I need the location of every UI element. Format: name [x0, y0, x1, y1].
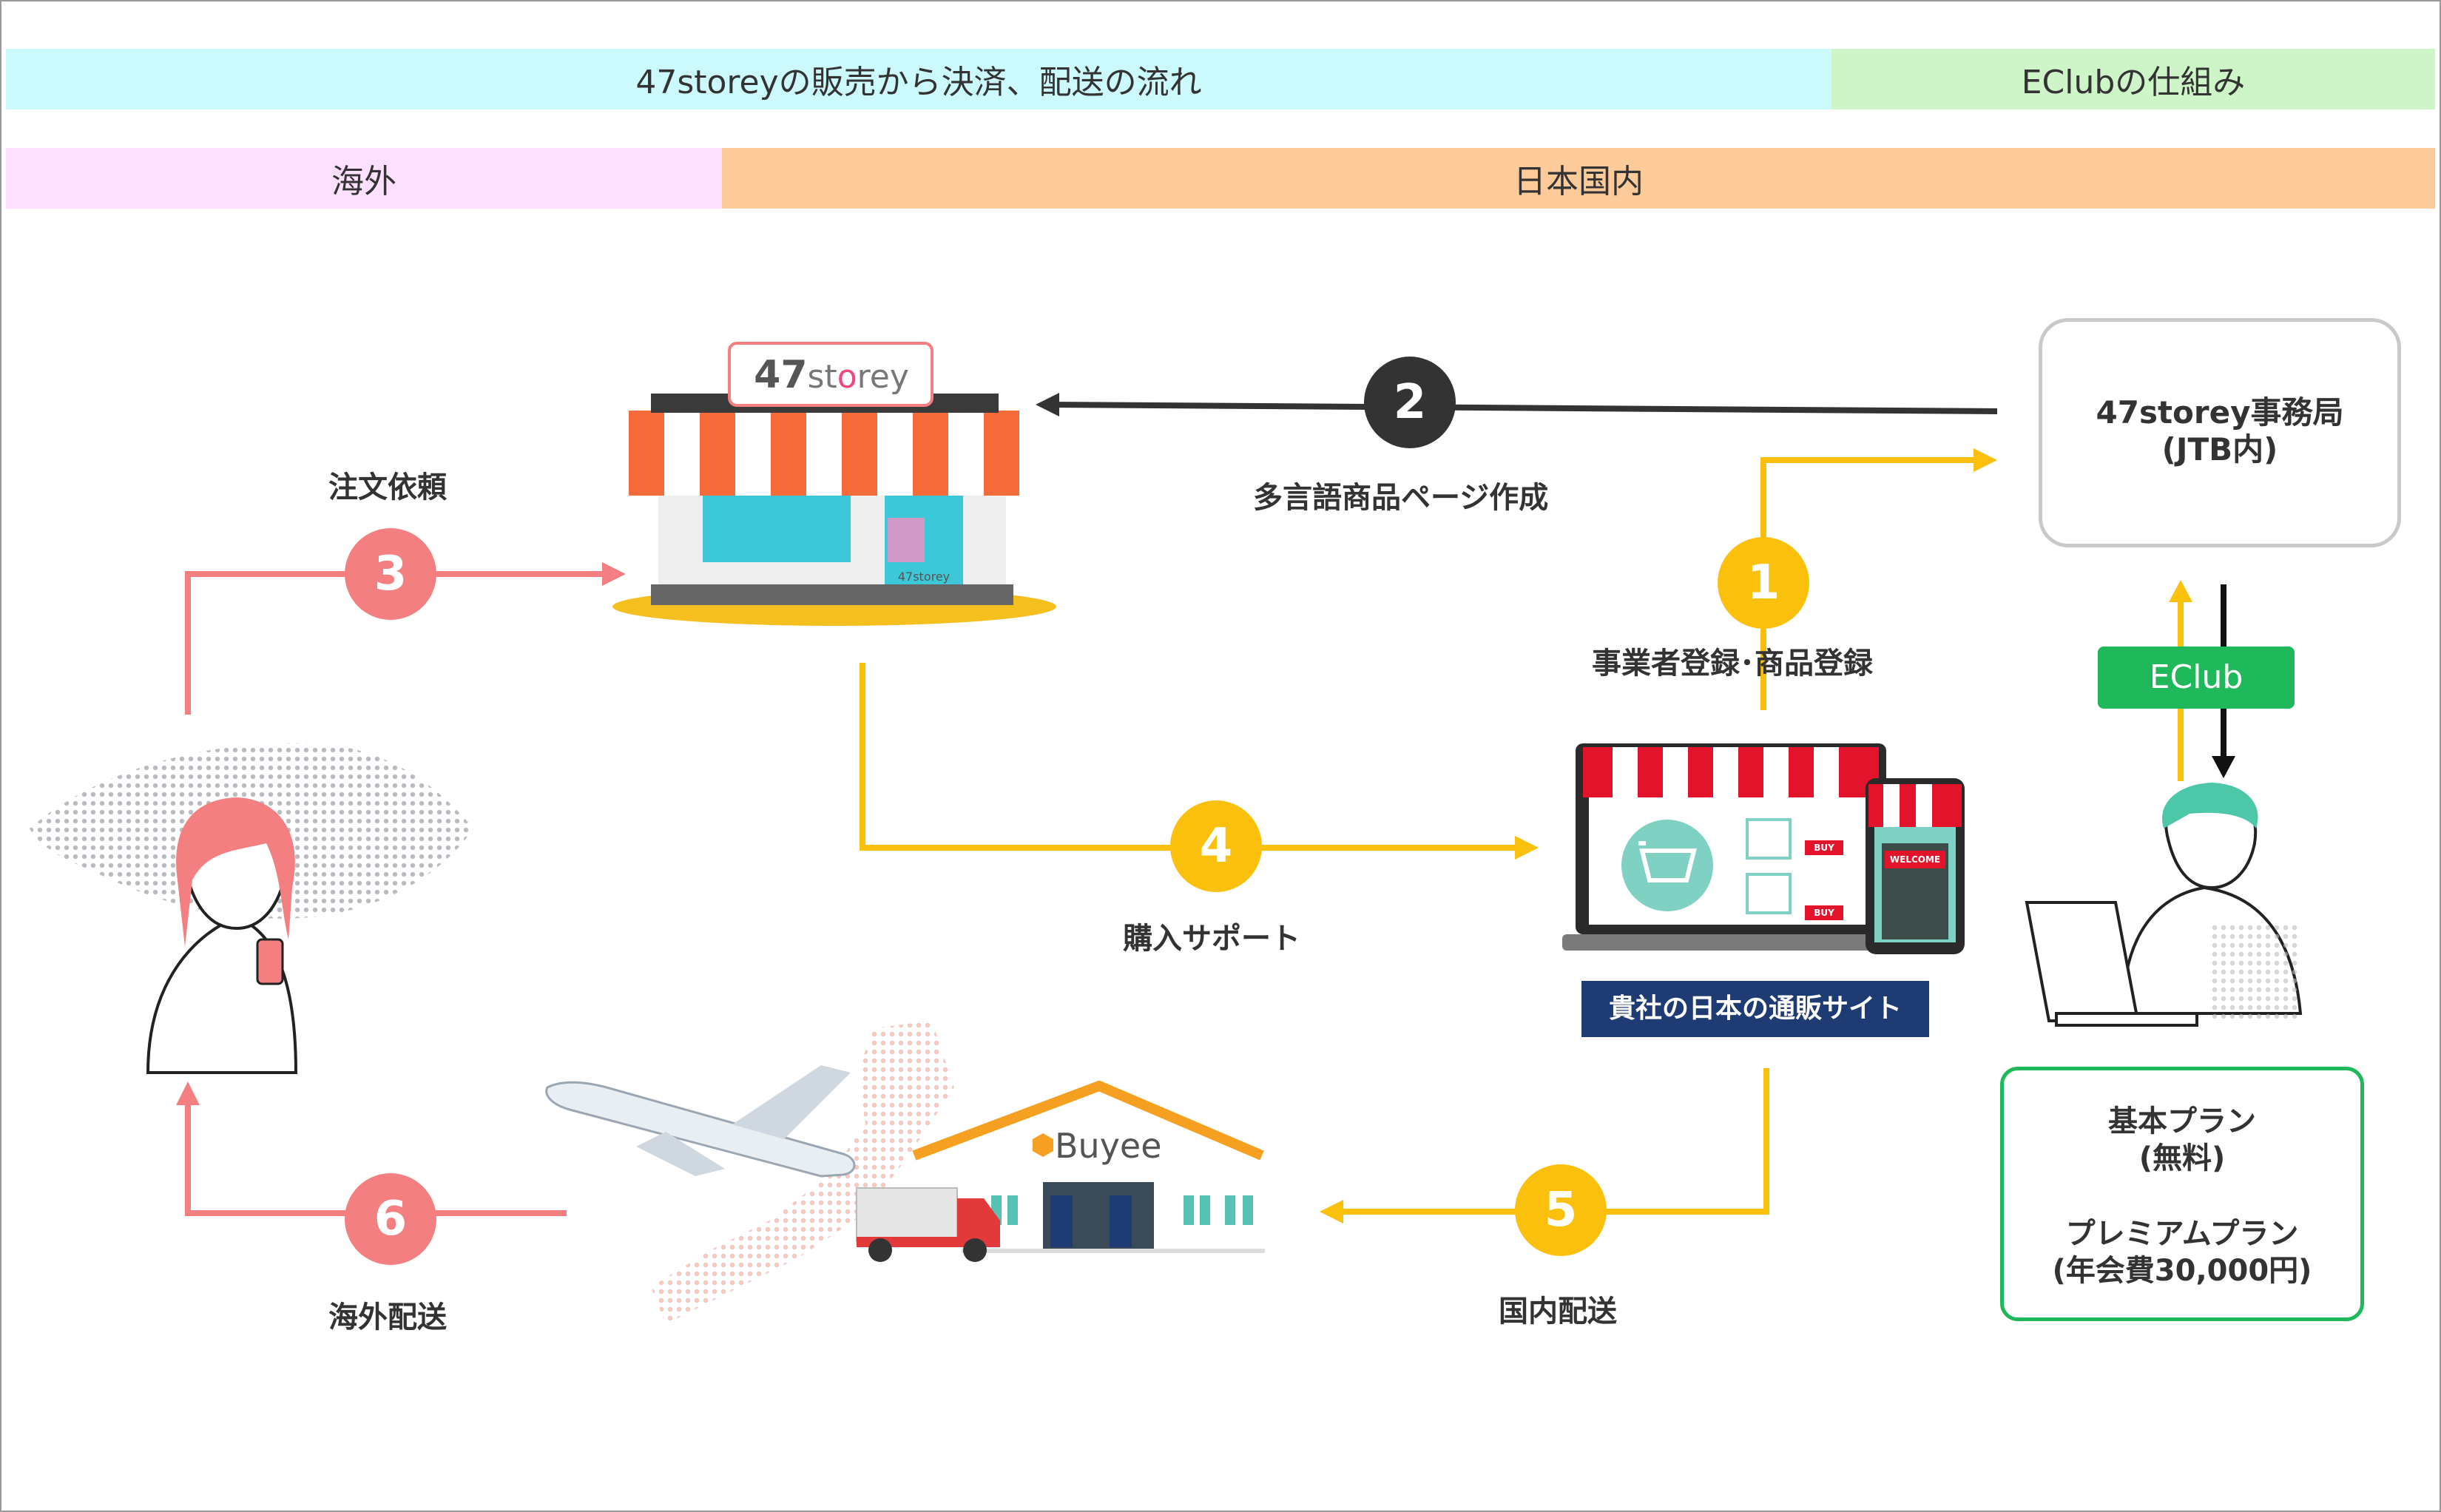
- flow-title-band: 47storeyの販売から決済、配送の流れ: [6, 49, 1831, 109]
- step-4-label: 購入サポート: [1123, 922, 1300, 956]
- store-sign-word-part2: o: [837, 358, 857, 396]
- overseas-band: 海外: [6, 148, 722, 209]
- step-1-label: 事業者登録･商品登録: [1592, 647, 1873, 681]
- ec-site-laptop-graphic: [1562, 743, 1965, 954]
- store-door-label: 47storey: [897, 570, 951, 584]
- store-sign: 47storey: [732, 348, 931, 402]
- arrow-step-6: [176, 1081, 567, 1216]
- office-sub: (JTB内): [2161, 431, 2278, 468]
- store-sign-word-part1: st: [807, 358, 837, 396]
- buyee-logo: Buyee: [1055, 1126, 1162, 1166]
- plans-box: 基本プラン (無料) プレミアムプラン (年会費30,000円): [2000, 1067, 2364, 1321]
- man-at-laptop-graphic: [2025, 783, 2303, 1027]
- arrow-step-3: [185, 562, 626, 715]
- buyee-warehouse-graphic: [856, 1080, 1265, 1262]
- domestic-label: 日本国内: [1513, 163, 1644, 200]
- shop-buy-sign-1: BUY: [1814, 843, 1834, 853]
- store-sign-word-part3: rey: [857, 358, 909, 396]
- step-6-label: 海外配送: [328, 1300, 447, 1334]
- store-sign-number: 47: [754, 353, 808, 397]
- step-5-badge: 5: [1515, 1164, 1607, 1256]
- step-4-badge: 4: [1170, 800, 1262, 892]
- storefront-47storey: [612, 342, 1056, 626]
- domestic-band: 日本国内: [722, 148, 2435, 209]
- jtb-office-box: 47storey事務局 (JTB内): [2039, 318, 2401, 547]
- step-3-badge: 3: [345, 528, 436, 620]
- premium-plan-price: (年会費30,000円): [2052, 1254, 2312, 1288]
- step-3-label: 注文依頼: [328, 470, 447, 504]
- step-2-badge: 2: [1364, 357, 1456, 448]
- tablet-welcome-sign: WELCOME: [1889, 854, 1941, 865]
- arrow-step-2: [1036, 393, 1998, 416]
- shop-buy-sign-2: BUY: [1814, 908, 1834, 918]
- overseas-label: 海外: [331, 163, 396, 200]
- airplane-graphic: [545, 1065, 856, 1178]
- japan-map-graphic: [651, 1021, 954, 1324]
- eclub-title-band: EClubの仕組み: [1831, 49, 2435, 109]
- office-name: 47storey事務局: [2096, 394, 2344, 431]
- step-1-badge: 1: [1718, 537, 1809, 629]
- eclub-title: EClubの仕組み: [2021, 64, 2246, 101]
- arrow-step-4: [860, 663, 1539, 860]
- basic-plan: 基本プラン: [2108, 1104, 2256, 1138]
- step-5-label: 国内配送: [1499, 1295, 1617, 1329]
- step-2-label: 多言語商品ページ作成: [1253, 481, 1549, 515]
- step-6-badge: 6: [345, 1173, 436, 1265]
- woman-with-phone-graphic: [146, 797, 298, 1074]
- eclub-button[interactable]: EClub: [2098, 647, 2295, 709]
- basic-plan-price: (無料): [2138, 1141, 2226, 1175]
- flow-title: 47storeyの販売から決済、配送の流れ: [635, 64, 1202, 101]
- ec-site-label: 貴社の日本の通販サイト: [1581, 981, 1929, 1037]
- arrow-step-5: [1320, 1068, 1769, 1224]
- premium-plan: プレミアムプラン: [2065, 1217, 2299, 1251]
